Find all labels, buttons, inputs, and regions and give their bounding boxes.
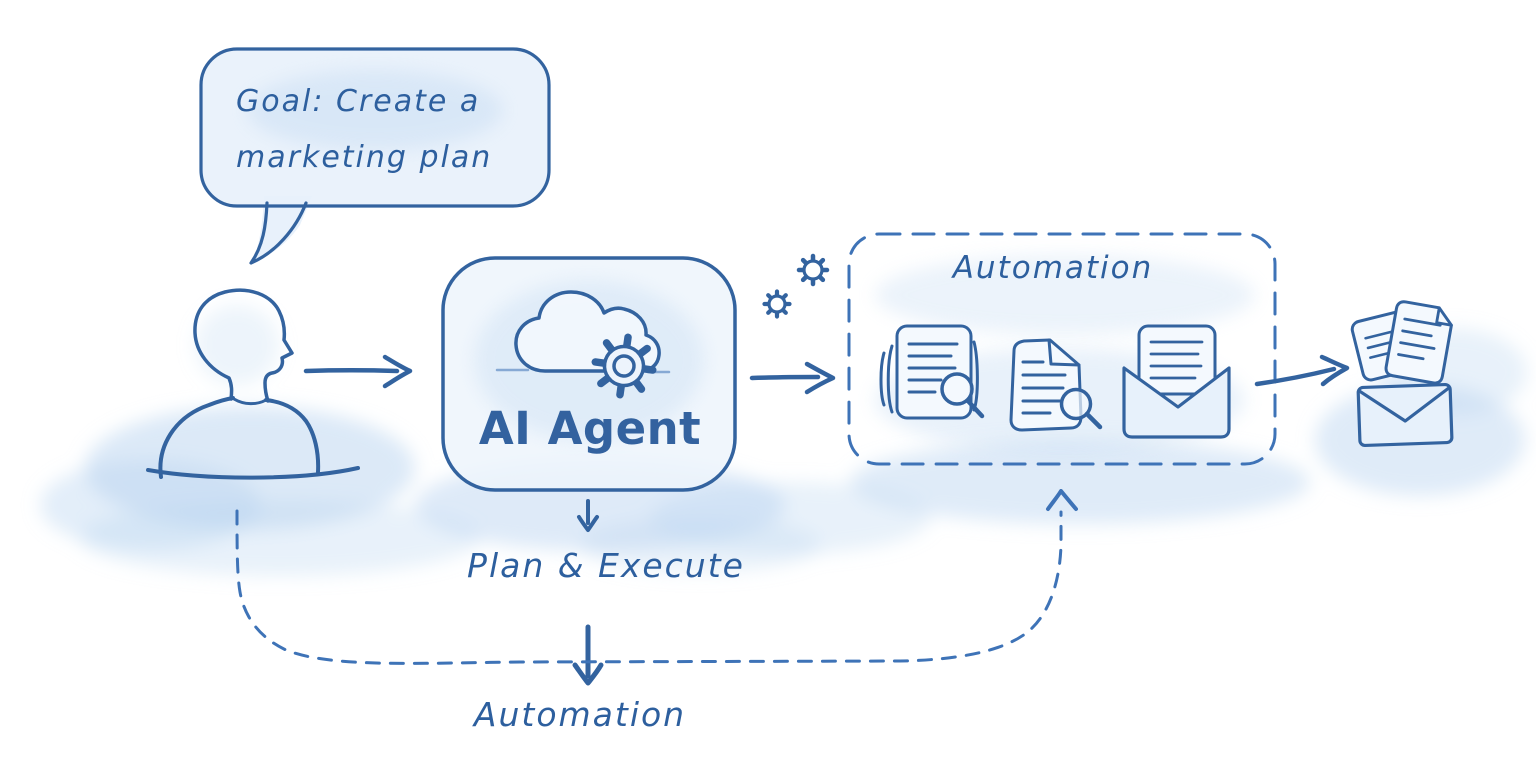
ai-agent-box [441, 256, 737, 492]
stacked-documents-icon [1350, 300, 1453, 385]
speech-bubble [199, 47, 551, 265]
automation-panel-title: Automation [952, 250, 1154, 286]
user-to-agent-arrow [303, 354, 413, 389]
agent-to-automation-arrow [749, 361, 836, 395]
person-icon [146, 288, 360, 480]
agent-down-arrow [577, 499, 599, 532]
automation-loop-label: Automation [473, 695, 687, 734]
ai-agent-label: AI Agent [478, 402, 702, 455]
plan-to-automation-arrow [572, 624, 604, 686]
closed-envelope-icon [1356, 382, 1454, 448]
automation-to-output-arrow [1254, 354, 1350, 387]
open-envelope-letter-icon [1122, 324, 1231, 439]
automation-loop-dashed-path [235, 489, 1078, 665]
automation-panel [847, 232, 1277, 466]
speech-bubble-text: Goal: Create a marketing plan [236, 84, 493, 175]
document-search-icon [1009, 338, 1103, 432]
watercolor-background [40, 305, 1527, 576]
cloud-gear-icon [495, 290, 671, 399]
plan-execute-label: Plan & Execute [467, 546, 745, 585]
gears-icon [762, 253, 830, 319]
document-stack-search-icon [879, 324, 985, 420]
